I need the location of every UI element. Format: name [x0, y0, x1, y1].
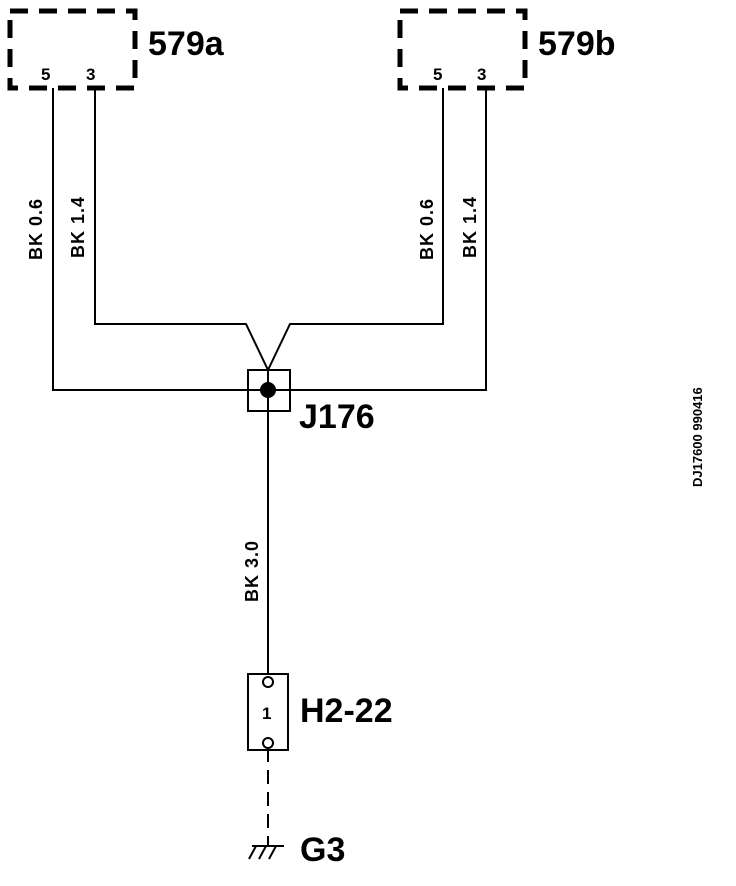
wire-label-579b-pin5: BK 0.6	[417, 198, 437, 260]
component-579b-box	[397, 8, 528, 91]
wire-579a-pin5	[52, 88, 248, 391]
wire-label-trunk: BK 3.0	[242, 540, 262, 602]
connector-pin-number: 1	[262, 704, 271, 723]
drawing-code: DJ17600 990416	[690, 387, 705, 487]
connector-label: H2-22	[300, 692, 393, 730]
component-579a-box	[7, 8, 138, 91]
wire-579b-pin3	[290, 88, 487, 391]
connector-terminal-bottom	[262, 737, 274, 749]
wire-579b-pin5	[267, 88, 444, 371]
component-579a-pin-5: 5	[41, 65, 50, 84]
component-579b-pin-3: 3	[477, 65, 486, 84]
connector-terminal-top	[262, 676, 274, 688]
wire-579a-pin3	[94, 88, 269, 371]
component-579a-pin-3: 3	[86, 65, 95, 84]
splice-label: J176	[299, 398, 375, 436]
component-579b-pin-5: 5	[433, 65, 442, 84]
component-579a-label: 579a	[148, 25, 225, 63]
ground-label: G3	[300, 831, 345, 869]
component-579b-label: 579b	[538, 25, 616, 63]
ground-icon	[248, 845, 284, 860]
wire-label-579a-pin3: BK 1.4	[68, 196, 88, 258]
splice-dot	[260, 382, 276, 398]
wire-label-579b-pin3: BK 1.4	[460, 196, 480, 258]
wire-label-579a-pin5: BK 0.6	[26, 198, 46, 260]
